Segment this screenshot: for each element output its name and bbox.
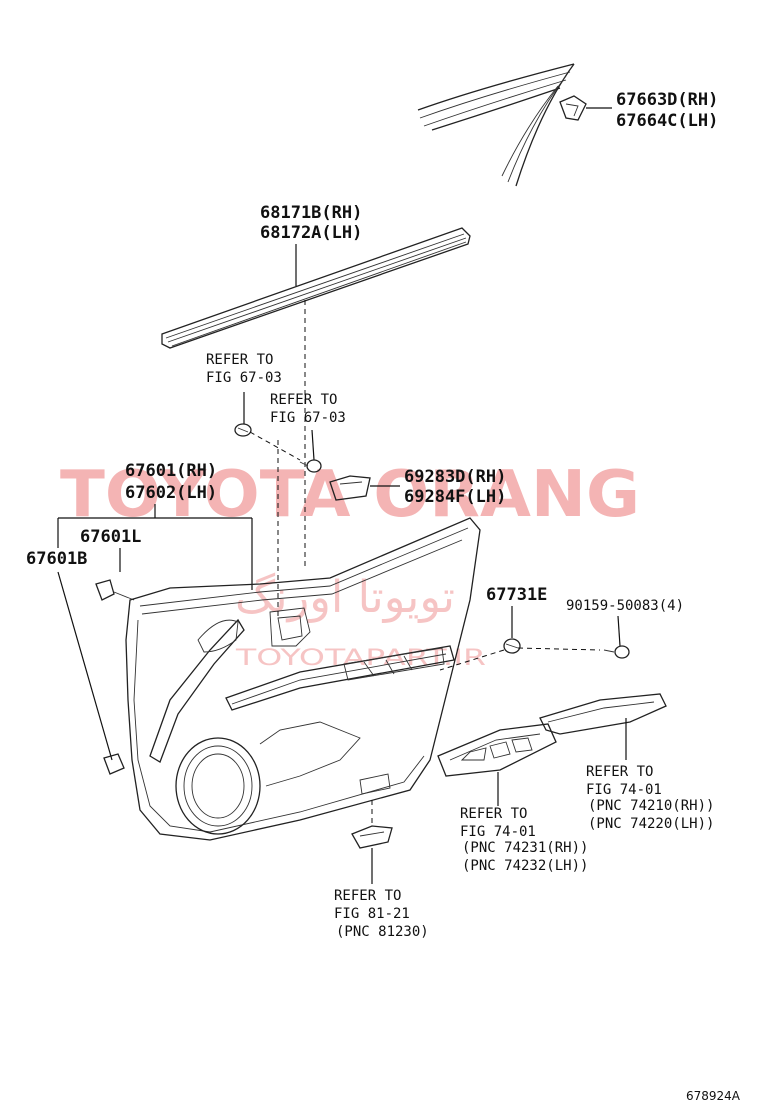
guide-dash-screw <box>517 647 601 651</box>
armrest-base-part <box>539 693 667 735</box>
label-67602: 67602(LH) <box>125 483 217 503</box>
clip-67601l <box>95 579 135 601</box>
handle-cover-part <box>329 475 371 501</box>
ref-74-01-b-line3: (PNC 74231(RH)) <box>462 840 588 856</box>
ref-67-03-a-line1: REFER TO <box>206 352 273 368</box>
clip-67601b <box>103 753 125 775</box>
ref-74-01-b-line1: REFER TO <box>460 806 527 822</box>
ref-74-01-a-line1: REFER TO <box>586 764 653 780</box>
label-67601b: 67601B <box>26 549 87 569</box>
figure-id: 678924A <box>686 1089 741 1103</box>
door-frame-outline <box>417 63 575 187</box>
ref-74-01-a-line3: (PNC 74210(RH)) <box>588 798 714 814</box>
label-67663d: 67663D(RH) <box>616 90 718 110</box>
label-69284f: 69284F(LH) <box>404 487 506 507</box>
leader-67601b <box>57 571 113 761</box>
guide-dash-clip <box>249 431 301 461</box>
guide-dash-clip2 <box>439 649 505 671</box>
leader-ref-b <box>311 429 315 461</box>
ref-81-21-line2: FIG 81-21 <box>334 906 410 922</box>
ref-67-03-a-line2: FIG 67-03 <box>206 370 282 386</box>
belt-weatherstrip-part <box>161 227 471 349</box>
ref-67-03-b-line1: REFER TO <box>270 392 337 408</box>
label-90159: 90159-50083(4) <box>566 598 684 614</box>
label-67731e: 67731E <box>486 585 547 605</box>
window-switch-part <box>437 723 557 777</box>
courtesy-lamp-part <box>351 825 393 849</box>
label-68171b: 68171B(RH) <box>260 203 362 223</box>
watermark-site: TOYOTAPART.IR <box>234 646 486 671</box>
label-67601: 67601(RH) <box>125 461 217 481</box>
ref-74-01-b-line4: (PNC 74232(LH)) <box>462 858 588 874</box>
watermark-persian: تویوتا اورنگ <box>235 572 455 623</box>
ref-81-21-line1: REFER TO <box>334 888 401 904</box>
screw-90159 <box>603 645 630 659</box>
ref-74-01-a-line2: FIG 74-01 <box>586 782 662 798</box>
screw-part-b <box>299 459 322 473</box>
label-68172a: 68172A(LH) <box>260 223 362 243</box>
ref-74-01-a-line4: (PNC 74220(LH)) <box>588 816 714 832</box>
ref-74-01-b-line2: FIG 74-01 <box>460 824 536 840</box>
clip-67731e <box>503 638 521 654</box>
ref-81-21-line3: (PNC 81230) <box>336 924 429 940</box>
ref-67-03-b-line2: FIG 67-03 <box>270 410 346 426</box>
label-67601l: 67601L <box>80 527 141 547</box>
leader-90159 <box>617 615 621 647</box>
label-69283d: 69283D(RH) <box>404 467 506 487</box>
clip-part-a <box>234 423 252 437</box>
label-67664c: 67664C(LH) <box>616 111 718 131</box>
door-trim-panel <box>125 517 481 841</box>
corner-cover-part <box>559 95 587 121</box>
watermark-text: TOYOTA ORANG <box>60 458 640 532</box>
